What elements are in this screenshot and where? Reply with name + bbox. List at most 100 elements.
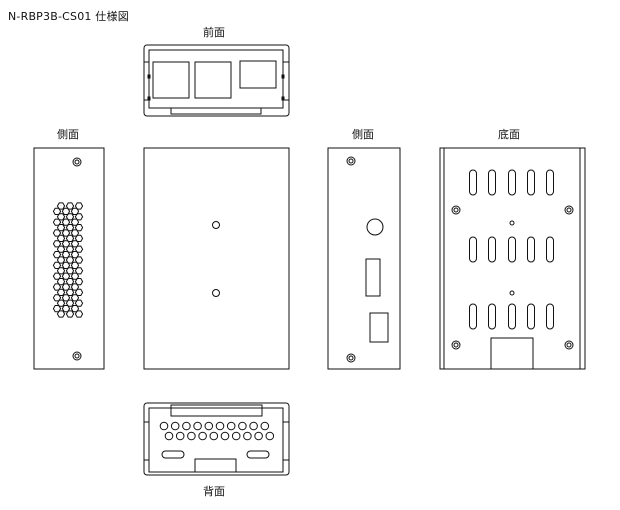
vent-hole [65, 278, 75, 286]
back-view [143, 402, 290, 476]
vent-slot [546, 303, 554, 330]
vent-slot [469, 236, 477, 263]
vent-hole [65, 213, 75, 221]
label-left-side-view: 側面 [57, 128, 79, 141]
vent-hole [74, 299, 84, 307]
back-hole [198, 431, 207, 441]
vent-hole [74, 310, 84, 318]
vent-hole [65, 288, 75, 296]
vent-hole [56, 213, 66, 221]
vent-hole [74, 213, 84, 221]
back-hole [215, 421, 225, 431]
front-port-1 [152, 61, 190, 99]
vent-slot [527, 303, 535, 330]
back-hole [159, 421, 169, 431]
vent-hole [56, 278, 66, 286]
back-hole [265, 431, 275, 441]
top-hole-1 [212, 221, 220, 229]
vent-slot [527, 236, 535, 263]
front-port-3 [239, 60, 277, 89]
vent-slot [488, 303, 496, 330]
back-hole [260, 421, 270, 431]
vent-hole [56, 288, 66, 296]
label-right-side-view: 側面 [352, 128, 374, 141]
side-switch [365, 258, 381, 297]
back-hole [164, 431, 174, 441]
vent-hole [74, 288, 84, 296]
vent-hole [65, 234, 75, 242]
back-hole-rows [159, 421, 275, 441]
vent-hole [65, 256, 75, 264]
back-hole [187, 431, 196, 441]
vent-hole [56, 267, 66, 275]
back-top-slot [170, 404, 263, 417]
vent-hole [74, 234, 84, 242]
ventilation-slots [469, 169, 554, 330]
vent-hole [74, 245, 84, 253]
vent-slot [469, 169, 477, 196]
vent-hole [56, 310, 66, 318]
drawing-title: N-RBP3B-CS01 仕様図 [8, 10, 129, 23]
front-port-2 [194, 61, 232, 99]
back-hole [249, 421, 258, 431]
back-hole [193, 421, 202, 431]
vent-slot [508, 169, 516, 196]
back-hole [209, 431, 219, 441]
top-view [143, 147, 290, 370]
back-hole [182, 421, 191, 431]
vent-slot [488, 169, 496, 196]
vent-hole [65, 245, 75, 253]
vent-hole [74, 278, 84, 286]
vent-hole [56, 234, 66, 242]
back-bottom-slot [194, 458, 237, 473]
vent-slot [508, 303, 516, 330]
label-back-view: 背面 [203, 485, 225, 498]
vent-slot [527, 169, 535, 196]
vent-hole [65, 202, 75, 210]
left-side-view [33, 147, 105, 370]
back-hole [204, 421, 214, 431]
back-hole [175, 431, 185, 441]
back-hole [238, 421, 247, 431]
vent-hole [65, 224, 75, 232]
back-hole [243, 431, 252, 441]
bottom-view [439, 147, 586, 370]
screw-bottom [72, 351, 82, 361]
vent-hole [56, 202, 66, 210]
bottom-cutout [490, 337, 534, 370]
back-oval-left [161, 450, 185, 459]
top-hole-2 [212, 289, 220, 297]
vent-hole [74, 267, 84, 275]
vent-hole [74, 202, 84, 210]
vent-slot [546, 169, 554, 196]
vent-slot [508, 236, 516, 263]
vent-hole [74, 256, 84, 264]
back-hole [170, 421, 180, 431]
round-port [366, 218, 384, 236]
right-side-view [327, 147, 401, 370]
front-view [143, 44, 290, 117]
vent-hole [56, 256, 66, 264]
vent-hole [56, 245, 66, 253]
label-bottom-view: 底面 [498, 128, 520, 141]
vent-hole [56, 299, 66, 307]
back-oval-right [246, 450, 270, 459]
vent-hole [65, 267, 75, 275]
front-slot [170, 107, 262, 115]
vent-slot [488, 236, 496, 263]
vent-hole [56, 224, 66, 232]
screw-top [72, 157, 82, 167]
side-connector [369, 312, 389, 343]
vent-slot [469, 303, 477, 330]
back-hole [220, 431, 230, 441]
label-front-view: 前面 [203, 26, 225, 39]
ventilation-holes [52, 202, 84, 318]
vent-hole [74, 224, 84, 232]
back-hole [231, 431, 241, 441]
back-hole [226, 421, 236, 431]
back-hole [254, 431, 263, 441]
vent-hole [65, 299, 75, 307]
vent-slot [546, 236, 554, 263]
vent-hole [65, 310, 75, 318]
